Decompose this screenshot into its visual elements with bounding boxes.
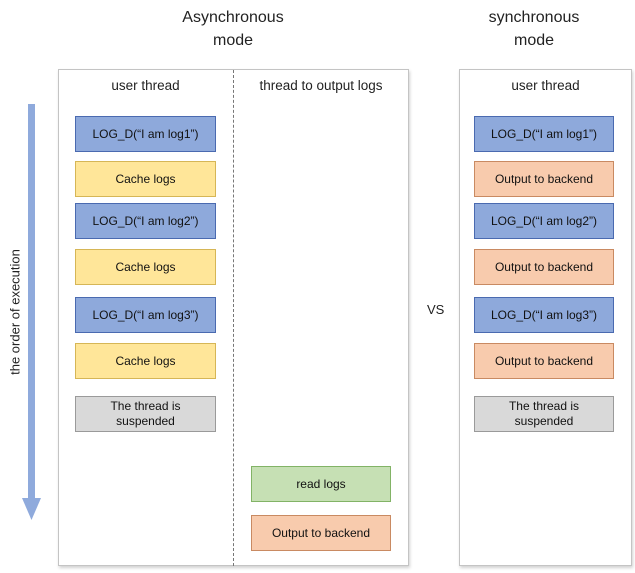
sync-mode-title: synchronous mode bbox=[488, 9, 580, 49]
sync-suspended-box: The thread is suspended bbox=[474, 396, 614, 432]
sync-output-backend-box-2: Output to backend bbox=[474, 249, 614, 285]
async-log1-box: LOG_D(“I am log1”) bbox=[75, 116, 216, 152]
sync-output-backend-box-1: Output to backend bbox=[474, 161, 614, 197]
sync-log2-box: LOG_D(“I am log2”) bbox=[474, 203, 614, 239]
thread-divider bbox=[233, 70, 234, 566]
arrow-head bbox=[22, 498, 41, 520]
sync-output-backend-box-3: Output to backend bbox=[474, 343, 614, 379]
async-cache-logs-box-2: Cache logs bbox=[75, 249, 216, 285]
async-cache-logs-box-3: Cache logs bbox=[75, 343, 216, 379]
async-cache-logs-box-1: Cache logs bbox=[75, 161, 216, 197]
async-mode-title: Asynchronous mode bbox=[182, 9, 284, 49]
async-log2-box: LOG_D(“I am log2”) bbox=[75, 203, 216, 239]
sync-log1-box: LOG_D(“I am log1”) bbox=[474, 116, 614, 152]
async-suspended-box: The thread is suspended bbox=[75, 396, 216, 432]
async-output-backend-box: Output to backend bbox=[251, 515, 391, 551]
read-logs-box: read logs bbox=[251, 466, 391, 502]
sync-log3-box: LOG_D(“I am log3”) bbox=[474, 297, 614, 333]
async-user-thread-header: user thread bbox=[111, 78, 180, 93]
vs-label: VS bbox=[427, 302, 445, 317]
sync-user-thread-header: user thread bbox=[511, 78, 580, 93]
execution-order-arrow bbox=[22, 104, 41, 520]
execution-order-label: the order of execution bbox=[7, 249, 23, 375]
arrow-shaft bbox=[28, 104, 35, 502]
async-log3-box: LOG_D(“I am log3”) bbox=[75, 297, 216, 333]
output-thread-header: thread to output logs bbox=[259, 78, 383, 93]
